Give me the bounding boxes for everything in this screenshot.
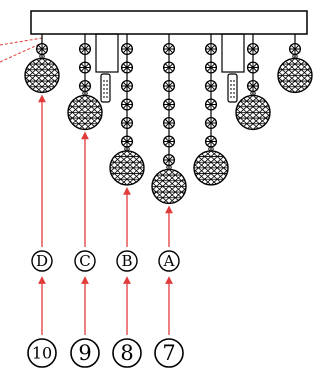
crystal-ball-icon	[151, 164, 187, 205]
prism-left	[95, 33, 119, 103]
label-7-text: 7	[162, 341, 175, 365]
label-9: 9	[70, 338, 100, 368]
crystal-bead	[78, 61, 92, 74]
label-8: 8	[112, 338, 142, 368]
label-d: D	[31, 250, 53, 272]
label-a-text: A	[163, 252, 175, 270]
crystal-bead	[120, 116, 134, 130]
crystal-bead	[162, 98, 176, 111]
strand-b	[109, 34, 145, 186]
crystal-bead	[204, 79, 218, 93]
letter-labels: D C B A	[31, 250, 180, 272]
crystal-bead	[162, 116, 176, 130]
crystal-bead	[78, 42, 92, 56]
crystal-bead	[162, 42, 176, 56]
crystal-bead	[246, 42, 260, 56]
strand-d	[24, 34, 60, 94]
crystal-bead	[204, 98, 218, 111]
crystal-bead	[120, 61, 134, 74]
crystal-bead	[120, 135, 134, 148]
crystal-bead	[35, 42, 49, 56]
crystal-bead	[162, 135, 176, 148]
upper-arrows	[38, 94, 173, 247]
crystal-ball-icon	[193, 146, 229, 186]
crystal-ball-icon	[277, 53, 313, 94]
label-7: 7	[154, 338, 184, 368]
dashed-leader-top	[0, 37, 43, 46]
crystal-bead	[288, 42, 302, 56]
crystal-bead	[120, 42, 134, 56]
label-9-text: 9	[78, 341, 91, 365]
crystal-bead	[162, 79, 176, 93]
crystal-strands	[24, 34, 313, 205]
label-8-text: 8	[120, 341, 133, 365]
crystal-bead	[246, 61, 260, 74]
dashed-leader-bottom	[0, 42, 43, 63]
strand-a	[151, 34, 187, 205]
crystal-ball-icon	[235, 90, 271, 131]
crystal-bead	[246, 79, 260, 93]
crystal-bead	[204, 42, 218, 56]
crystal-bead	[162, 153, 176, 167]
crystal-bead	[204, 135, 218, 148]
prism-right	[221, 33, 245, 103]
crystal-ball-icon	[24, 53, 60, 94]
crystal-bead	[120, 98, 134, 111]
label-c-text: C	[79, 252, 90, 270]
label-b-text: B	[121, 252, 132, 270]
crystal-bead	[78, 79, 92, 93]
label-10: 10	[27, 338, 57, 368]
label-b: B	[116, 250, 138, 272]
strand-c	[67, 34, 103, 131]
crystal-bead	[120, 79, 134, 93]
crystal-bead	[204, 61, 218, 74]
crystal-bead	[204, 116, 218, 130]
ceiling-canopy	[30, 10, 308, 35]
strand-unlabeled-3	[277, 34, 313, 94]
number-labels: 10 9 8 7	[27, 338, 184, 368]
strand-unlabeled-2	[235, 34, 271, 131]
label-c: C	[74, 250, 96, 272]
crystal-bead	[162, 61, 176, 74]
label-d-text: D	[36, 252, 48, 270]
strand-unlabeled-1	[193, 34, 229, 186]
label-10-text: 10	[32, 344, 52, 363]
lower-arrows	[38, 276, 173, 335]
crystal-ball-icon	[109, 146, 145, 186]
label-a: A	[158, 250, 180, 272]
